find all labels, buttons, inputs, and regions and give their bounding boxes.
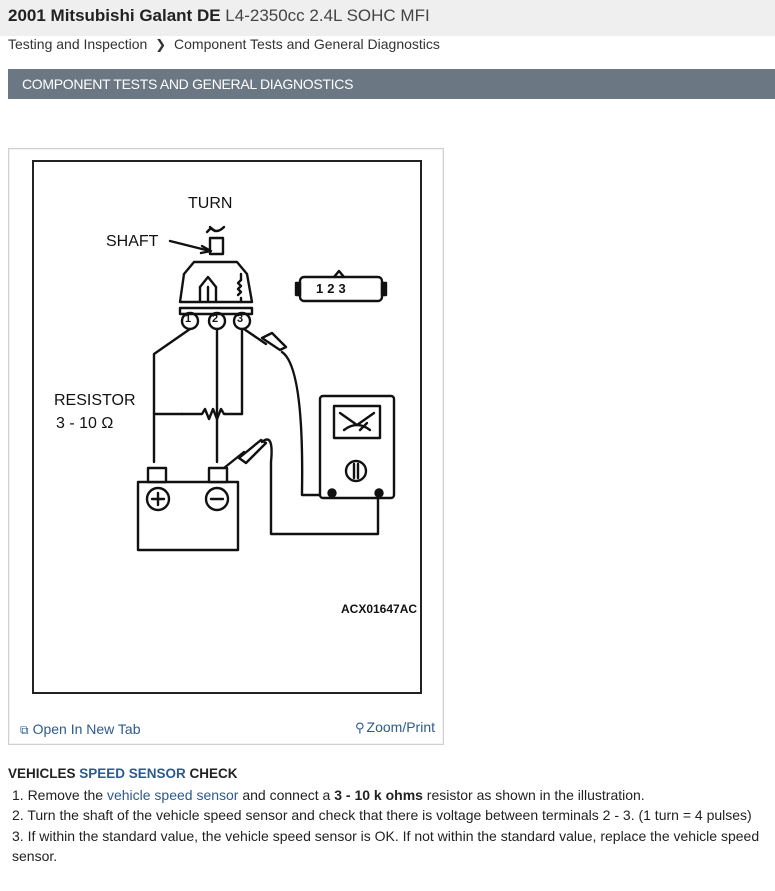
step1-text-end: resistor as shown in the illustration.: [422, 786, 645, 803]
page-title: 2001 Mitsubishi Galant DE L4-2350cc 2.4L…: [8, 6, 430, 26]
connector-pin-2: 2: [327, 281, 339, 296]
step-3: 3. If within the standard value, the veh…: [12, 827, 760, 865]
open-in-new-tab-label: Open In New Tab: [32, 721, 141, 737]
section-header: COMPONENT TESTS AND GENERAL DIAGNOSTICS: [8, 69, 775, 99]
open-in-new-tab-icon: ⧉: [20, 723, 29, 737]
zoom-print-link[interactable]: ⚲Zoom/Print: [355, 719, 435, 736]
vehicle-name: 2001 Mitsubishi Galant DE: [8, 6, 221, 25]
wiring-diagram: TURN SHAFT RESISTOR 3 - 10 Ω 1 2 3 123 A…: [32, 160, 422, 694]
shaft-label: SHAFT: [106, 233, 159, 250]
instructions-heading: VEHICLES SPEED SENSOR CHECK: [8, 764, 770, 785]
step-1: 1. Remove the vehicle speed sensor and c…: [8, 785, 770, 806]
resistor-value: 3 - 10 k ohms: [334, 786, 423, 803]
step-2: 2. Turn the shaft of the vehicle speed s…: [12, 807, 752, 823]
figure-actions: ⧉Open In New Tab ⚲Zoom/Print: [9, 716, 441, 742]
resistor-label: RESISTOR: [54, 392, 136, 409]
terminal-3-label: 3: [237, 313, 244, 325]
heading-prefix: VEHICLES: [8, 766, 80, 781]
diagram-drawing: [136, 225, 396, 552]
figure-code: ACX01647AC: [341, 602, 418, 616]
page-header: [0, 0, 775, 36]
zoom-print-label: Zoom/Print: [366, 719, 435, 735]
breadcrumb-item-testing[interactable]: Testing and Inspection: [8, 36, 148, 52]
terminal-2-label: 2: [212, 313, 219, 325]
chevron-right-icon: ❯: [155, 37, 167, 52]
vehicle-speed-sensor-link[interactable]: vehicle speed sensor: [106, 786, 239, 803]
section-title: COMPONENT TESTS AND GENERAL DIAGNOSTICS: [22, 76, 354, 92]
turn-label: TURN: [188, 195, 233, 212]
step1-text-mid: and connect a: [238, 786, 335, 803]
terminal-1-label: 1: [185, 313, 192, 325]
speed-sensor-link[interactable]: SPEED SENSOR: [79, 766, 186, 781]
connector-pin-3: 3: [338, 281, 350, 296]
step1-text-start: 1. Remove the: [12, 786, 107, 803]
magnifier-zoom-icon: ⚲: [355, 720, 365, 735]
breadcrumb-item-component-tests[interactable]: Component Tests and General Diagnostics: [174, 36, 440, 52]
engine-spec: L4-2350cc 2.4L SOHC MFI: [225, 6, 430, 25]
breadcrumb: Testing and Inspection ❯ Component Tests…: [8, 36, 440, 53]
open-in-new-tab-link[interactable]: ⧉Open In New Tab: [20, 721, 141, 738]
connector-pin-labels: 123: [316, 281, 350, 296]
instructions: VEHICLES SPEED SENSOR CHECK 1. Remove th…: [8, 764, 770, 867]
connector-pin-1: 1: [316, 281, 328, 296]
resistance-label: 3 - 10 Ω: [56, 415, 114, 432]
heading-suffix: CHECK: [185, 766, 238, 781]
